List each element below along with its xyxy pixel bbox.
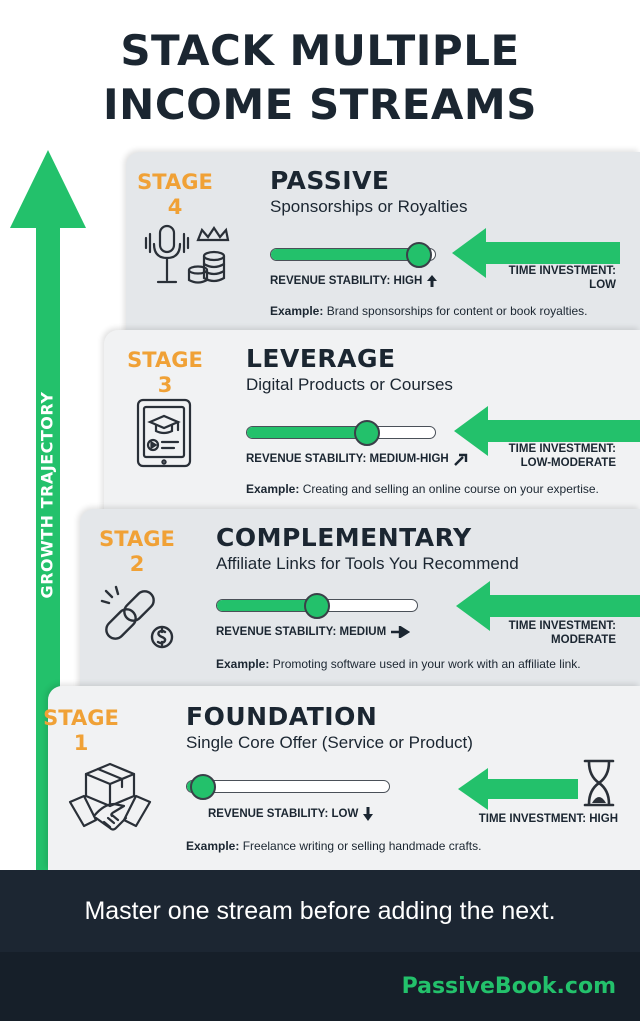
stage-2-stability-slider (216, 592, 418, 619)
hourglass-icon (583, 759, 615, 807)
stage-2-time-investment: TIME INVESTMENT:MODERATE (508, 620, 616, 646)
stage-3-example: Example: Creating and selling an online … (246, 482, 599, 496)
stage-4-slider-knob (405, 241, 432, 268)
stage-1-title: FOUNDATION (186, 702, 378, 731)
chain-link-dollar-icon (100, 585, 174, 649)
box-handshake-icon (68, 762, 152, 831)
stage-3-slider-fill (247, 427, 368, 438)
page-title: STACK MULTIPLE INCOME STREAMS (0, 24, 640, 132)
stage-1-example: Example: Freelance writing or selling ha… (186, 839, 482, 853)
stage-3-time-arrow-icon (454, 406, 640, 456)
stage-1-revenue-stability: REVENUE STABILITY: LOW (208, 806, 374, 822)
stage-1-slider-knob (190, 773, 217, 800)
title-line-2: INCOME STREAMS (103, 80, 537, 129)
stage-4-subtitle: Sponsorships or Royalties (270, 197, 468, 216)
footer-tagline: Master one stream before adding the next… (0, 870, 640, 952)
arrow-right-icon (391, 626, 411, 638)
stage-3-title: LEVERAGE (246, 344, 396, 373)
stage-1-subtitle: Single Core Offer (Service or Product) (186, 733, 473, 752)
stage-3-subtitle: Digital Products or Courses (246, 375, 453, 394)
stage-1-time-investment: TIME INVESTMENT: HIGH (478, 813, 618, 825)
stage-2-revenue-stability: REVENUE STABILITY: MEDIUM (216, 626, 411, 638)
stage-4-example: Example: Brand sponsorships for content … (270, 304, 588, 318)
stage-2-title: COMPLEMENTARY (216, 523, 472, 552)
title-line-1: STACK MULTIPLE (120, 26, 520, 75)
stage-3-revenue-stability: REVENUE STABILITY: MEDIUM-HIGH (246, 452, 469, 466)
arrow-up-right-icon (453, 453, 467, 466)
brand-link[interactable]: PassiveBook.com (401, 974, 616, 999)
stage-4-revenue-stability: REVENUE STABILITY: HIGH (270, 274, 438, 288)
stage-3-time-investment: TIME INVESTMENT:LOW-MODERATE (508, 443, 616, 469)
stage-4-stability-slider (270, 241, 436, 268)
footer-brand-bar: PassiveBook.com (0, 952, 640, 1021)
stage-2-time-arrow-icon (456, 581, 640, 631)
growth-trajectory-label: GROWTH TRAJECTORY (37, 391, 57, 599)
stage-2-subtitle: Affiliate Links for Tools You Recommend (216, 554, 519, 573)
stage-3-slider-knob (354, 419, 381, 446)
stage-2-example: Example: Promoting software used in your… (216, 657, 581, 671)
stage-1-time-arrow-icon (458, 768, 578, 810)
growth-arrow-icon (10, 150, 86, 870)
stage-2-slider-knob (304, 592, 330, 619)
arrow-down-icon (363, 807, 374, 821)
stage-4-time-arrow-icon (452, 228, 620, 278)
stage-1-stability-slider (186, 773, 390, 800)
microphone-crown-coins-icon (144, 224, 230, 284)
stage-4-time-investment: TIME INVESTMENT:LOW (508, 265, 616, 291)
arrow-up-icon (427, 275, 438, 287)
stage-2-slider-fill (217, 600, 317, 611)
tablet-course-icon (136, 398, 192, 468)
stage-3-stability-slider (246, 419, 436, 446)
stage-4-title: PASSIVE (270, 166, 390, 195)
stage-4-slider-fill (271, 249, 419, 260)
